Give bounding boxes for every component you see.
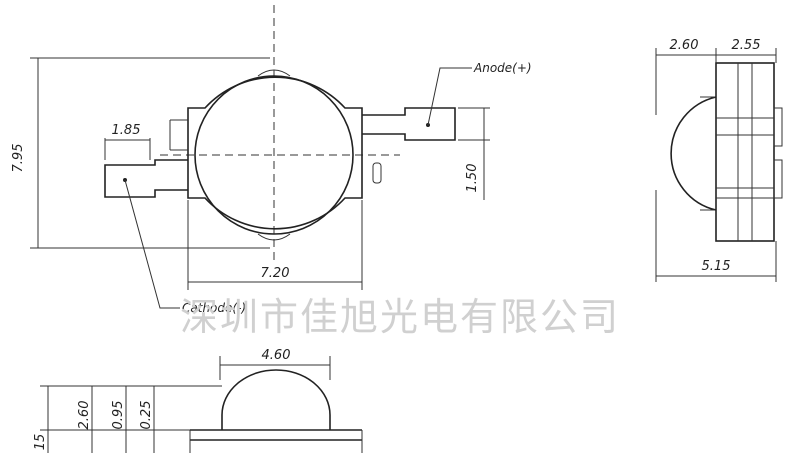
lens-circle xyxy=(194,75,354,235)
side-lens xyxy=(670,96,717,211)
company-watermark: 深圳市佳旭光电有限公司 xyxy=(180,295,620,339)
front-view: 7.95 1.85 1.50 7.20 Anode(+) Cathode(-) xyxy=(11,5,532,315)
dim-tab-width: 1.85 xyxy=(112,123,141,138)
dim-bottom-h4: 15 xyxy=(33,434,48,451)
dim-side-body: 2.55 xyxy=(732,38,761,53)
polarity-slot xyxy=(372,162,382,184)
side-view: 2.60 2.55 5.15 xyxy=(655,38,783,282)
bottom-lens xyxy=(221,369,331,430)
side-tab-top xyxy=(773,107,783,147)
step-mark-left xyxy=(169,119,188,151)
dim-bottom-width: 4.60 xyxy=(262,348,291,363)
dim-body-width: 7.20 xyxy=(261,266,290,281)
cathode-label: Cathode(-) xyxy=(182,301,246,315)
side-tab-bottom xyxy=(773,159,783,199)
anode-tab xyxy=(362,107,456,141)
bottom-view: 4.60 15 2.60 0.95 0.25 xyxy=(33,348,363,453)
bottom-notch xyxy=(257,233,291,241)
anode-label: Anode(+) xyxy=(473,61,532,75)
dim-side-lens: 2.60 xyxy=(670,38,699,53)
top-notch xyxy=(257,69,291,77)
side-body xyxy=(715,62,775,242)
cathode-leader xyxy=(124,179,180,309)
dim-side-total: 5.15 xyxy=(702,259,731,274)
dim-bottom-h3: 0.25 xyxy=(139,401,154,430)
dim-bottom-h2: 0.95 xyxy=(111,401,126,430)
cathode-tab xyxy=(104,159,188,198)
dim-bottom-h1: 2.60 xyxy=(77,401,92,430)
dim-tab-height: 1.50 xyxy=(465,164,480,193)
dim-height-left: 7.95 xyxy=(11,144,26,173)
anode-leader xyxy=(427,67,472,126)
